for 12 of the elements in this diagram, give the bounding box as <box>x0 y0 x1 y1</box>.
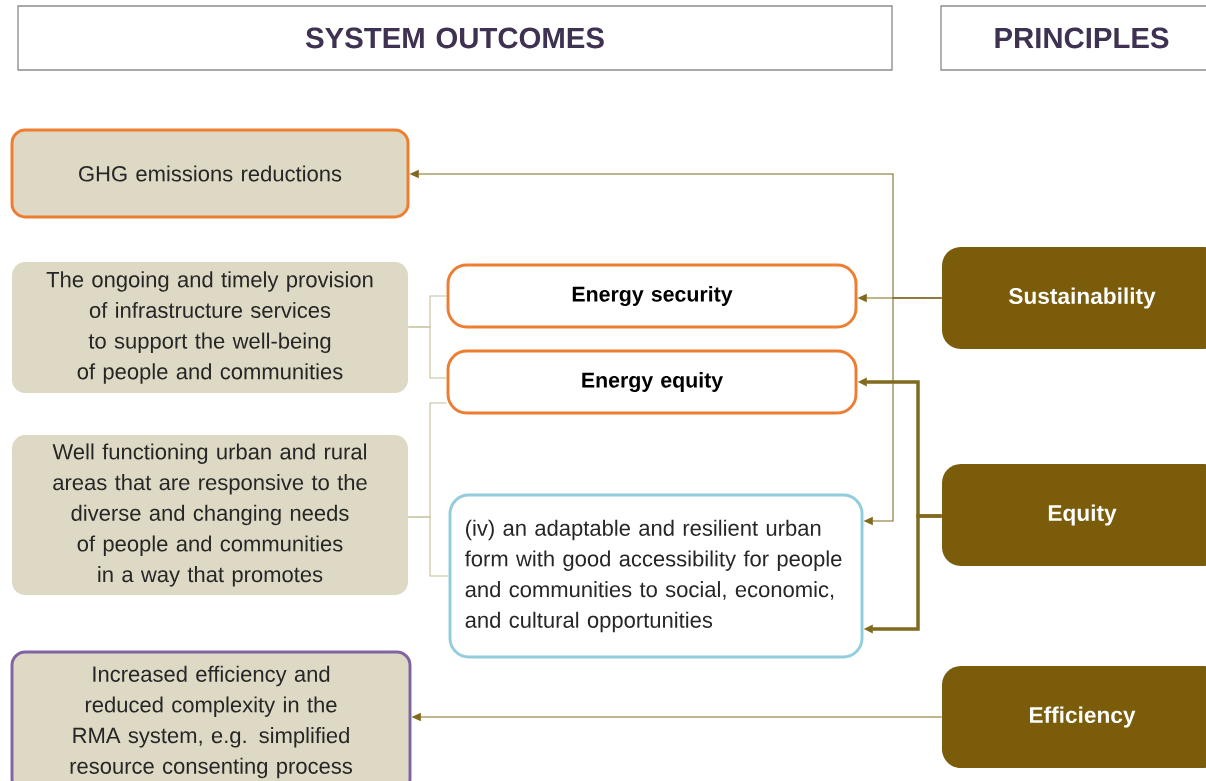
outcome-box: Increased efficiency and reduced complexity in the RMA system, e.g. simplified resource consenting process <box>10 650 412 781</box>
outcome-box: Energy security <box>446 263 858 329</box>
box-header: PRINCIPLES <box>940 5 1206 71</box>
outcome-box: Energy equity <box>446 349 858 415</box>
principle-box: Efficiency <box>942 666 1206 768</box>
outcome-box: GHG emissions reductions <box>10 128 410 219</box>
outcome-box: Well functioning urban and rural areas that are responsive to the diverse and changing needs of people and communities in a way that promotes <box>12 435 408 595</box>
box-header: SYSTEM OUTCOMES <box>17 5 893 71</box>
outcome-box: (iv) an adaptable and resilient urban form with good accessibility for people and communities to social, economic, and cultural opportunities <box>448 493 864 659</box>
principle-box: Sustainability <box>942 247 1206 349</box>
outcome-box: The ongoing and timely provision of infrastructure services to support the well-being of people and communities <box>12 262 408 393</box>
principle-box: Equity <box>942 464 1206 566</box>
